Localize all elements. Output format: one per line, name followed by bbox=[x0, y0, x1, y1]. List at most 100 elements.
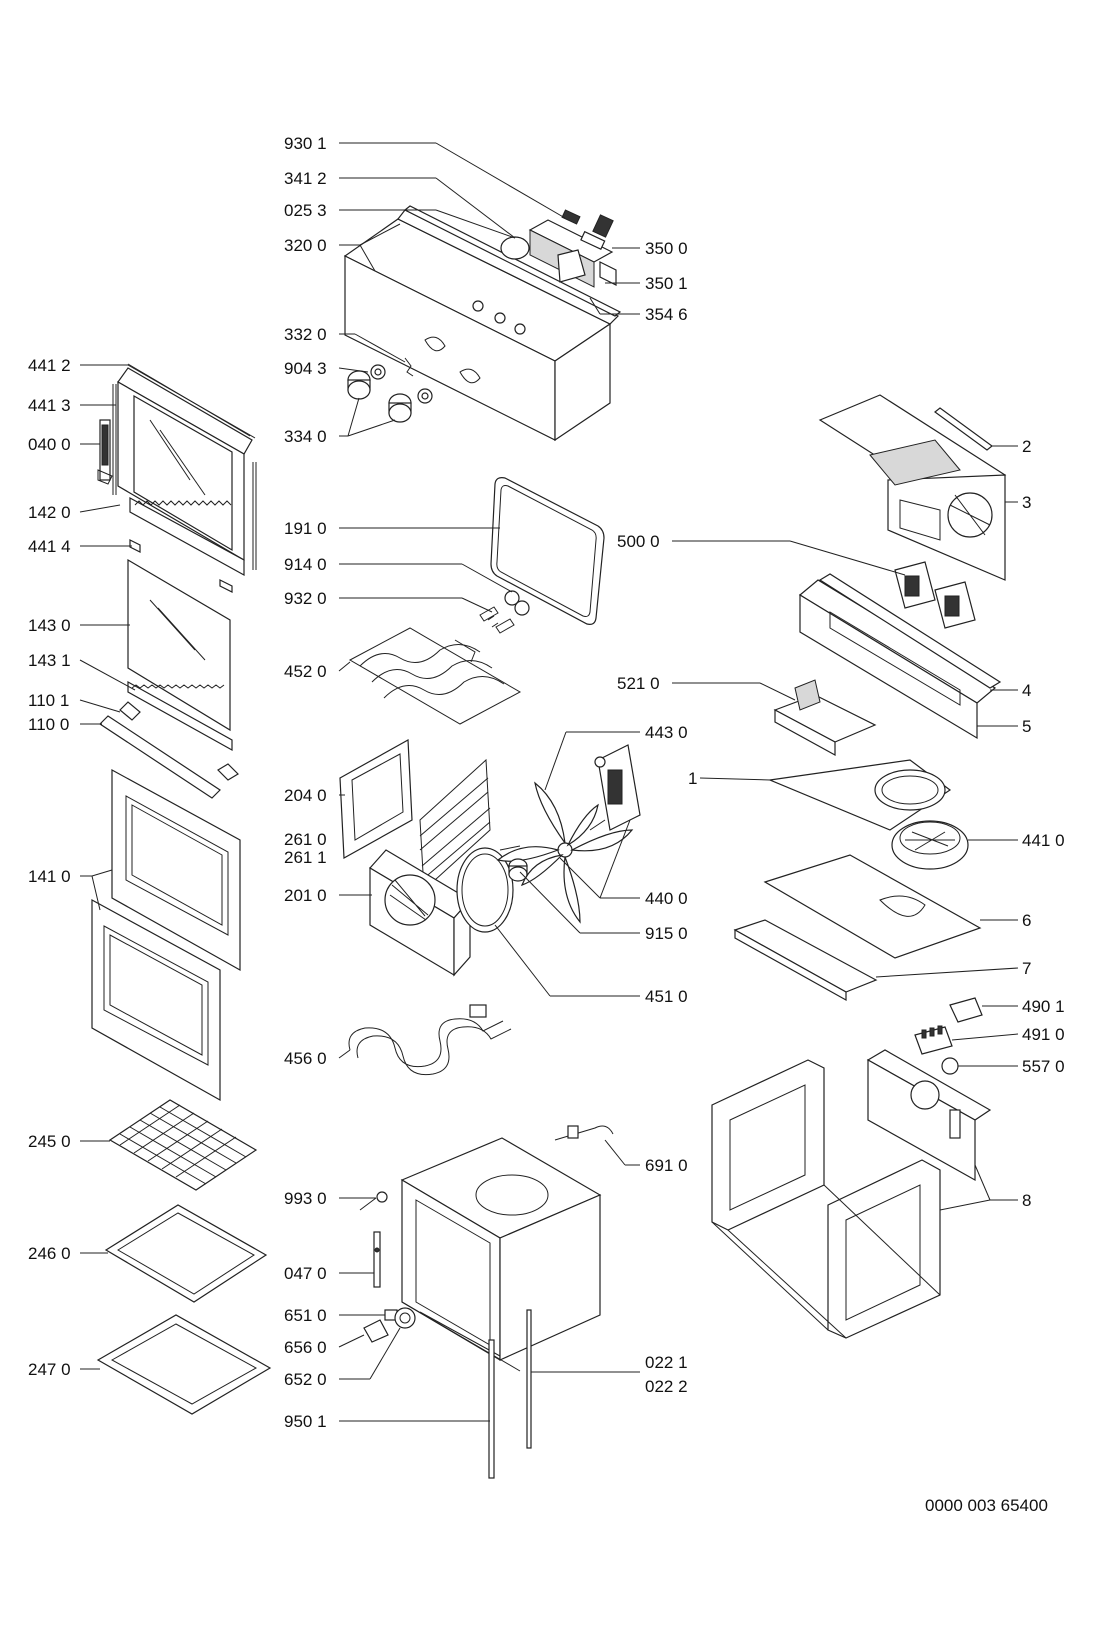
rear-wall-part bbox=[369, 849, 471, 977]
electronic-board-part bbox=[773, 679, 877, 757]
document-code: 0000 003 65400 bbox=[925, 1496, 1048, 1515]
control-knobs-part bbox=[347, 357, 433, 423]
callout-022-2: 022 2 bbox=[645, 1377, 688, 1396]
callout-452-0: 452 0 bbox=[284, 662, 327, 681]
callout-320-0: 320 0 bbox=[284, 236, 327, 255]
callout-350-1: 350 1 bbox=[645, 274, 688, 293]
callout-441-4: 441 4 bbox=[28, 537, 71, 556]
screw-part bbox=[359, 1191, 388, 1288]
cooling-fan-plate-part bbox=[767, 759, 952, 831]
outer-door-part bbox=[91, 768, 241, 1102]
callout-261-0: 261 0 bbox=[284, 830, 327, 849]
callout-440-0: 440 0 bbox=[645, 889, 688, 908]
callout-022-1: 022 1 bbox=[645, 1353, 688, 1372]
callout-334-0: 334 0 bbox=[284, 427, 327, 446]
callout-651-0: 651 0 bbox=[284, 1306, 327, 1325]
panel-trim-part bbox=[403, 205, 622, 317]
callout-451-0: 451 0 bbox=[645, 987, 688, 1006]
callout-5: 5 bbox=[1022, 717, 1031, 736]
thermostat-knob-part bbox=[363, 1307, 416, 1343]
callout-3: 3 bbox=[1022, 493, 1031, 512]
callout-025-3: 025 3 bbox=[284, 201, 327, 220]
callout-443-0: 443 0 bbox=[645, 723, 688, 742]
deep-tray-part bbox=[96, 1314, 272, 1415]
control-panel-part bbox=[343, 209, 620, 442]
callout-500-0: 500 0 bbox=[617, 532, 660, 551]
callout-110-0: 110 0 bbox=[28, 715, 69, 734]
callout-350-0: 350 0 bbox=[645, 239, 688, 258]
callout-950-1: 950 1 bbox=[284, 1412, 327, 1431]
callout-040-0: 040 0 bbox=[28, 435, 71, 454]
callout-201-0: 201 0 bbox=[284, 886, 327, 905]
leader-lines bbox=[79, 142, 1019, 1422]
rear-panel-part bbox=[866, 1049, 992, 1182]
callout-143-0: 143 0 bbox=[28, 616, 71, 635]
callout-141-0: 141 0 bbox=[28, 867, 71, 886]
glass-strip-part bbox=[127, 680, 233, 752]
callout-491-0: 491 0 bbox=[1022, 1025, 1065, 1044]
callout-labels: 930 1 341 2 025 3 320 0 350 0 350 1 354 … bbox=[28, 134, 1065, 1515]
callout-930-1: 930 1 bbox=[284, 134, 327, 153]
callout-332-0: 332 0 bbox=[284, 325, 327, 344]
callout-441-2: 441 2 bbox=[28, 356, 71, 375]
callout-1: 1 bbox=[688, 769, 697, 788]
callout-490-1: 490 1 bbox=[1022, 997, 1065, 1016]
callout-557-0: 557 0 bbox=[1022, 1057, 1065, 1076]
callout-7: 7 bbox=[1022, 959, 1031, 978]
callout-4: 4 bbox=[1022, 681, 1031, 700]
callout-8: 8 bbox=[1022, 1191, 1031, 1210]
callout-204-0: 204 0 bbox=[284, 786, 327, 805]
display-module-part bbox=[528, 209, 617, 288]
top-cover-part bbox=[818, 394, 1007, 581]
front-frame-part bbox=[798, 573, 1002, 740]
callout-246-0: 246 0 bbox=[28, 1244, 71, 1263]
callout-932-0: 932 0 bbox=[284, 589, 327, 608]
callout-6: 6 bbox=[1022, 911, 1031, 930]
callout-656-0: 656 0 bbox=[284, 1338, 327, 1357]
callout-914-0: 914 0 bbox=[284, 555, 327, 574]
grill-element-part bbox=[348, 627, 522, 725]
callout-691-0: 691 0 bbox=[645, 1156, 688, 1175]
callout-261-1: 261 1 bbox=[284, 848, 327, 867]
side-liner-part bbox=[339, 739, 413, 859]
wire-shelf-part bbox=[108, 1099, 258, 1191]
callout-652-0: 652 0 bbox=[284, 1370, 327, 1389]
door-hinge-part bbox=[97, 419, 113, 485]
fan-nut-part bbox=[508, 858, 528, 882]
callout-341-2: 341 2 bbox=[284, 169, 327, 188]
door-glass-part bbox=[127, 558, 231, 732]
shelf-support-part bbox=[419, 758, 491, 892]
callout-521-0: 521 0 bbox=[617, 674, 660, 693]
lamp-terminal-part bbox=[914, 997, 983, 1075]
cooling-fan-part bbox=[891, 820, 969, 870]
callout-441-3: 441 3 bbox=[28, 396, 71, 415]
callout-2: 2 bbox=[1022, 437, 1031, 456]
callout-110-1: 110 1 bbox=[28, 691, 69, 710]
callout-247-0: 247 0 bbox=[28, 1360, 71, 1379]
clip-part bbox=[129, 539, 233, 593]
inner-door-frame-part bbox=[112, 363, 257, 577]
door-seal-part bbox=[490, 477, 605, 625]
callout-456-0: 456 0 bbox=[284, 1049, 327, 1068]
callout-441-0: 441 0 bbox=[1022, 831, 1065, 850]
callout-142-0: 142 0 bbox=[28, 503, 71, 522]
callout-904-3: 904 3 bbox=[284, 359, 327, 378]
control-switches-part bbox=[894, 561, 976, 629]
fan-blade-part bbox=[496, 781, 634, 924]
side-frame-part bbox=[711, 1059, 941, 1339]
bottom-plate-part bbox=[733, 854, 982, 1002]
callout-245-0: 245 0 bbox=[28, 1132, 71, 1151]
callout-993-0: 993 0 bbox=[284, 1189, 327, 1208]
gasket-strip-part bbox=[488, 1309, 532, 1479]
fan-motor-part bbox=[589, 744, 641, 831]
circular-element-part bbox=[456, 845, 521, 933]
oven-cavity-part bbox=[400, 1137, 602, 1372]
callout-191-0: 191 0 bbox=[284, 519, 327, 538]
disc-part bbox=[500, 236, 530, 260]
callout-143-1: 143 1 bbox=[28, 651, 71, 670]
callout-354-6: 354 6 bbox=[645, 305, 688, 324]
lamp-holder-part bbox=[479, 590, 530, 634]
temperature-sensor-part bbox=[554, 1125, 614, 1141]
callout-047-0: 047 0 bbox=[284, 1264, 327, 1283]
